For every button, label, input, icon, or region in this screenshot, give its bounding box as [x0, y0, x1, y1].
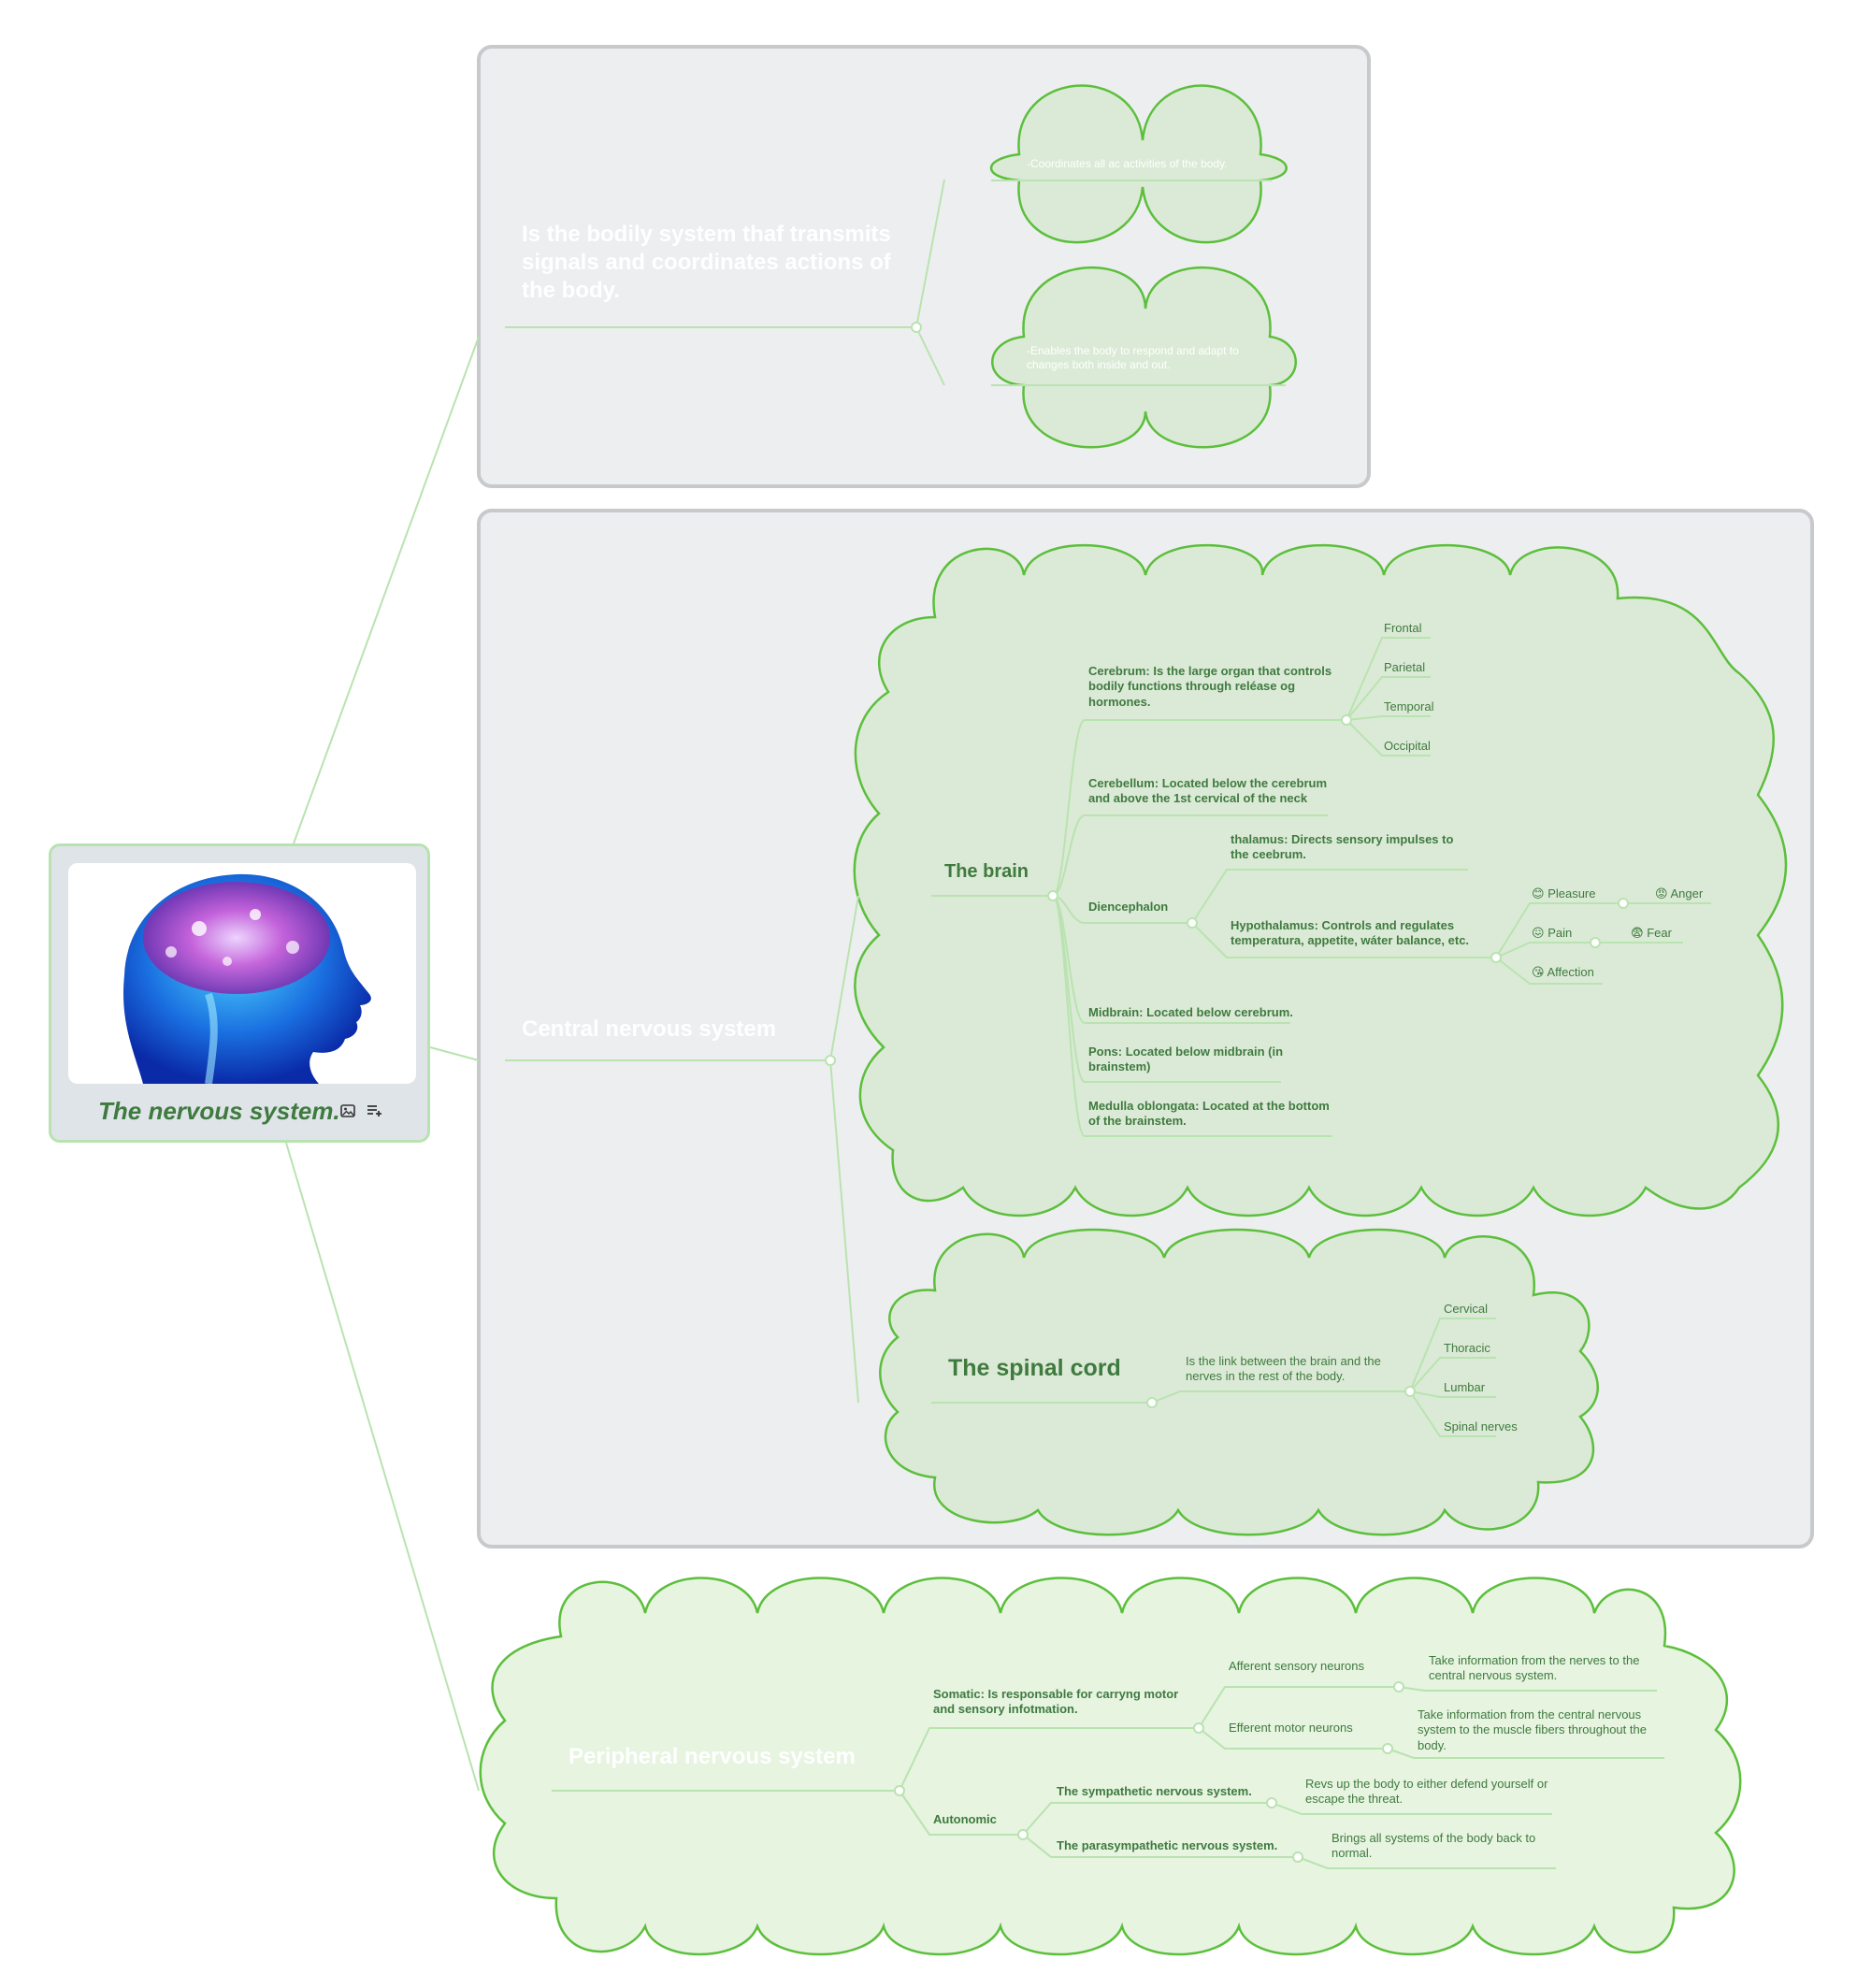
node-efferent — [1382, 1743, 1393, 1754]
root-node[interactable]: The nervous system. — [49, 843, 430, 1143]
connector-pns-children — [899, 1727, 1199, 1836]
parasympathetic-desc[interactable]: Brings all systems of the body back to n… — [1332, 1831, 1536, 1861]
node-pleasure — [1618, 898, 1629, 909]
lobe-occipital[interactable]: Occipital — [1384, 739, 1431, 753]
angry-icon: 😡 — [1655, 886, 1668, 900]
node-parasympathetic — [1292, 1851, 1303, 1863]
node-definition — [911, 322, 922, 333]
note-icon[interactable] — [366, 1102, 382, 1119]
connector-spinal-part-1 — [1409, 1357, 1496, 1392]
connector-lobe-3 — [1346, 719, 1431, 756]
node-cerebrum — [1341, 714, 1352, 726]
diencephalon-label[interactable]: Diencephalon — [1088, 900, 1169, 914]
lobe-frontal[interactable]: Frontal — [1384, 621, 1422, 635]
cloud-spinal — [879, 1228, 1599, 1536]
afferent-desc[interactable]: Take information from the nerves to the … — [1429, 1653, 1640, 1683]
pons-label[interactable]: Pons: Located below midbrain (in brainst… — [1088, 1044, 1284, 1074]
image-icon[interactable] — [339, 1102, 356, 1119]
sympathetic-label[interactable]: The sympathetic nervous system. — [1057, 1784, 1252, 1798]
cns-label[interactable]: Central nervous system — [522, 1016, 777, 1042]
underline-brain-children — [1085, 719, 1346, 1137]
brain-illustration — [68, 863, 416, 1084]
hypothalamus-label[interactable]: Hypothalamus: Controls and regulates tem… — [1231, 918, 1470, 948]
connector-spinal-part-2 — [1409, 1390, 1496, 1398]
spinal-desc[interactable]: Is the link between the brain and the ne… — [1186, 1354, 1381, 1384]
kiss-icon: 😘 — [1532, 965, 1545, 979]
cerebellum-label[interactable]: Cerebellum: Located below the cerebrum a… — [1088, 776, 1328, 806]
lobe-parietal[interactable]: Parietal — [1384, 660, 1426, 674]
thalamus-label[interactable]: thalamus: Directs sensory impulses to th… — [1231, 832, 1454, 862]
node-spinal-desc — [1404, 1386, 1416, 1397]
medulla-label[interactable]: Medulla oblongata: Located at the bottom… — [1088, 1099, 1330, 1129]
node-brain — [1047, 890, 1058, 901]
connector-brain-medulla — [1052, 895, 1086, 1137]
emotion-anger[interactable]: 😡 Anger — [1655, 886, 1704, 900]
lobe-temporal[interactable]: Temporal — [1384, 699, 1434, 713]
node-somatic — [1193, 1722, 1204, 1734]
connector-brain-cerebrum — [1052, 719, 1086, 897]
node-autonomic — [1017, 1829, 1029, 1840]
connector-root-pns — [285, 1142, 480, 1792]
smile-icon: 😊 — [1532, 886, 1545, 900]
underline-definition-children — [991, 180, 1286, 386]
efferent-label[interactable]: Efferent motor neurons — [1229, 1721, 1353, 1735]
sympathetic-desc[interactable]: Revs up the body to either defend yourse… — [1305, 1777, 1548, 1807]
connector-diencephalon-children — [1191, 869, 1496, 958]
cloud-pns — [479, 1577, 1742, 1956]
emotion-fear[interactable]: 😨 Fear — [1631, 926, 1672, 940]
emotion-pain[interactable]: 😖 Pain — [1532, 926, 1573, 940]
node-cns — [825, 1055, 836, 1066]
node-hypothalamus — [1490, 952, 1502, 963]
connector-parasympathetic-desc — [1297, 1856, 1556, 1869]
cloud-brain — [853, 543, 1788, 1217]
definition-child-2[interactable]: -Enables the body to respond and adapt t… — [1027, 344, 1239, 371]
connector-sympathetic-desc — [1271, 1802, 1552, 1815]
spinal-nerves[interactable]: Spinal nerves — [1444, 1419, 1518, 1433]
connector-hypothalamus-children — [1495, 902, 1623, 985]
connector-spinal-desc — [1151, 1390, 1410, 1404]
fear-icon: 😨 — [1631, 926, 1644, 940]
node-sympathetic — [1266, 1797, 1277, 1808]
connector-lobe-0 — [1346, 637, 1431, 721]
somatic-label[interactable]: Somatic: Is responsable for carryng moto… — [933, 1687, 1179, 1717]
emotion-pleasure[interactable]: 😊 Pleasure — [1532, 886, 1596, 900]
node-pns — [894, 1785, 905, 1796]
definition-label[interactable]: Is the bodily system thaf transmits sign… — [522, 222, 891, 303]
afferent-label[interactable]: Afferent sensory neurons — [1229, 1659, 1365, 1673]
connector-lobe-2 — [1346, 715, 1431, 721]
connector-lobe-1 — [1346, 676, 1431, 721]
node-afferent — [1393, 1681, 1404, 1693]
node-pain — [1590, 937, 1601, 948]
root-title: The nervous system. — [98, 1097, 340, 1125]
connector-autonomic-children — [1022, 1802, 1298, 1858]
connector-definition-children — [915, 179, 945, 386]
spinal-cervical[interactable]: Cervical — [1444, 1302, 1488, 1316]
spinal-thoracic[interactable]: Thoracic — [1444, 1341, 1490, 1355]
connector-spinal-part-3 — [1409, 1390, 1496, 1437]
spinal-label[interactable]: The spinal cord — [948, 1355, 1121, 1381]
node-diencephalon — [1187, 917, 1198, 929]
connector-root-cns — [429, 1046, 480, 1061]
connector-root-definition — [293, 336, 480, 844]
efferent-desc[interactable]: Take information from the central nervou… — [1418, 1707, 1647, 1752]
emotion-affection[interactable]: 😘 Affection — [1532, 965, 1594, 979]
connector-somatic-children — [1198, 1686, 1399, 1750]
pain-icon: 😖 — [1532, 926, 1545, 940]
midbrain-label[interactable]: Midbrain: Located below cerebrum. — [1088, 1005, 1293, 1019]
parasympathetic-label[interactable]: The parasympathetic nervous system. — [1057, 1838, 1278, 1852]
definition-child-1[interactable]: -Coordinates all ac activities of the bo… — [1027, 157, 1228, 170]
connector-efferent-desc — [1387, 1748, 1664, 1759]
pns-label[interactable]: Peripheral nervous system — [569, 1744, 856, 1769]
autonomic-label[interactable]: Autonomic — [933, 1812, 997, 1826]
connector-spinal-part-0 — [1409, 1318, 1496, 1392]
cerebrum-label[interactable]: Cerebrum: Is the large organ that contro… — [1088, 664, 1332, 709]
brain-label[interactable]: The brain — [944, 861, 1029, 882]
node-spinal — [1146, 1397, 1158, 1408]
connector-cns-children — [829, 895, 859, 1404]
connector-afferent-desc — [1398, 1686, 1657, 1692]
spinal-lumbar[interactable]: Lumbar — [1444, 1380, 1486, 1394]
